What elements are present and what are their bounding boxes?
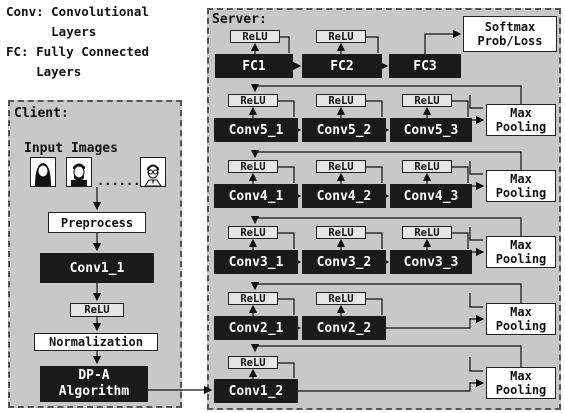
conv5-3-block: Conv5_3 [390,118,472,142]
conv5-3-relu: ReLU [402,94,452,107]
fc1-relu: ReLU [230,30,280,43]
input-images-label: Input Images [24,141,118,156]
conv5-1-block: Conv5_1 [214,118,298,142]
conv4-1-block: Conv4_1 [214,184,298,208]
conv5-2-block: Conv5_2 [302,118,386,142]
conv4-2-block: Conv4_2 [302,184,386,208]
legend-fc: FC: Fully Connected Layers [6,44,149,79]
fc2-relu: ReLU [316,30,366,43]
conv3-3-relu: ReLU [402,226,452,239]
conv1-2-block: Conv1_2 [214,379,298,403]
conv1-2-relu: ReLU [228,356,278,369]
person-icon [144,164,162,187]
images-ellipsis: ...... [97,174,141,188]
fc1-block: FC1 [215,54,293,78]
preprocess-box: Preprocess [48,212,146,233]
conv3-1-block: Conv3_1 [214,250,298,274]
max-pooling-2: Max Pooling [486,303,556,335]
client-relu: ReLU [70,303,124,317]
conv5-1-relu: ReLU [228,94,278,107]
legend-conv: Conv: Convolutional Layers [6,4,149,39]
conv2-1-block: Conv2_1 [214,316,298,340]
conv4-3-relu: ReLU [402,160,452,173]
fc3-block: FC3 [389,54,461,78]
conv4-1-relu: ReLU [228,160,278,173]
max-pooling-3: Max Pooling [486,236,556,268]
conv2-2-block: Conv2_2 [302,316,386,340]
fc2-block: FC2 [302,54,382,78]
conv3-2-block: Conv3_2 [302,250,386,274]
face-image-2 [66,157,92,187]
max-pooling-4: Max Pooling [486,170,556,202]
face-image-3 [140,157,166,187]
conv4-2-relu: ReLU [316,160,366,173]
conv4-3-block: Conv4_3 [390,184,472,208]
dpa-algorithm: DP-A Algorithm [40,366,148,402]
client-title: Client: [14,106,69,121]
person-icon [71,163,87,186]
conv3-3-block: Conv3_3 [390,250,472,274]
max-pooling-5: Max Pooling [486,104,556,136]
face-image-1 [30,157,56,187]
conv5-2-relu: ReLU [316,94,366,107]
max-pooling-1: Max Pooling [486,367,556,399]
normalization-box: Normalization [34,333,158,351]
conv2-2-relu: ReLU [316,292,366,305]
client-conv1-1: Conv1_1 [40,253,154,283]
person-icon [35,163,51,186]
softmax-box: Softmax Prob/Loss [463,16,557,52]
conv3-1-relu: ReLU [228,226,278,239]
conv2-1-relu: ReLU [228,292,278,305]
conv3-2-relu: ReLU [316,226,366,239]
server-title: Server: [212,12,267,27]
